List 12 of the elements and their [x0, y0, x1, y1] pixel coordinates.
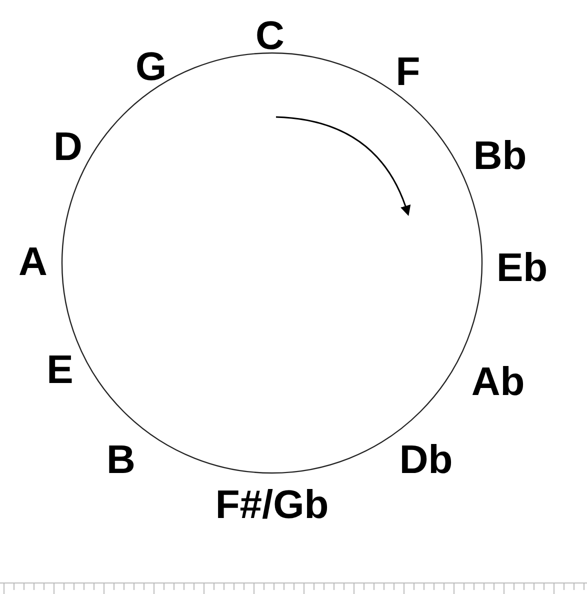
note-label: Bb — [473, 134, 527, 178]
note-label: E — [46, 348, 74, 392]
note-label: F — [396, 50, 420, 94]
note-label: B — [106, 438, 136, 482]
note-label: Ab — [471, 360, 525, 404]
note-label: C — [256, 14, 284, 58]
note-label: F#/Gb — [215, 483, 329, 527]
note-label: Eb — [496, 246, 548, 290]
note-label: G — [135, 45, 167, 89]
note-label: A — [18, 240, 48, 284]
note-label: Db — [399, 438, 453, 482]
note-label: D — [54, 125, 82, 169]
